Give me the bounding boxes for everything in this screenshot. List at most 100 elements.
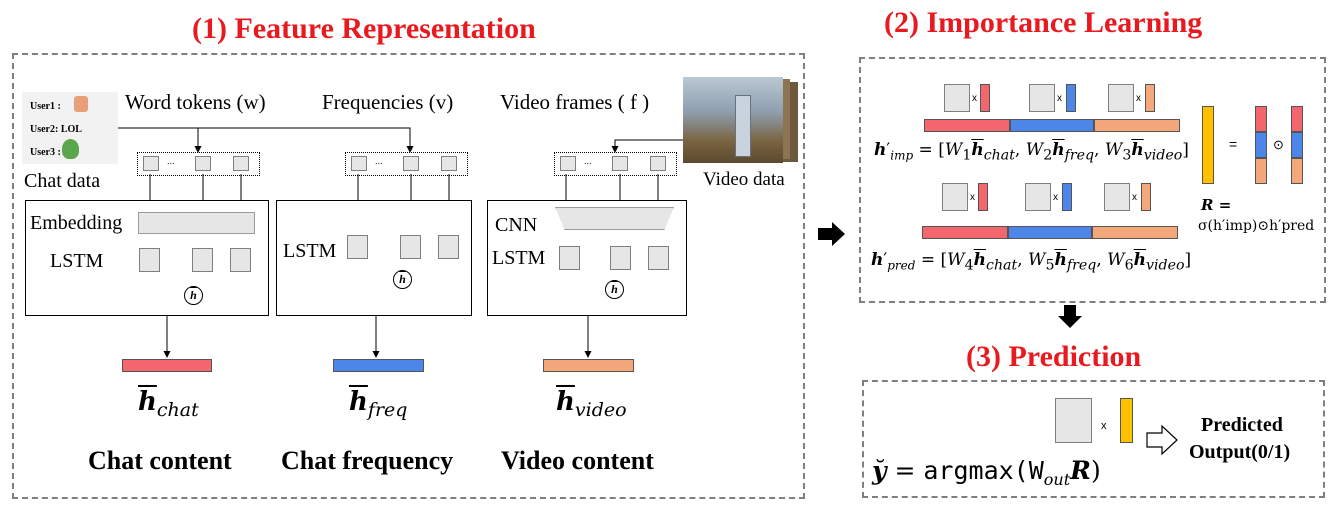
chat-token-1	[143, 156, 159, 171]
w4-matrix	[942, 183, 968, 211]
w2-times: x	[1057, 93, 1062, 104]
embedding-label: Embedding	[30, 212, 123, 234]
w3-times: x	[1136, 93, 1141, 104]
w-out-matrix	[1055, 398, 1092, 443]
video-lstm-label: LSTM	[492, 247, 546, 269]
freq-lstm-label: LSTM	[283, 240, 337, 262]
feature-representation-title: (1) Feature Representation	[192, 12, 536, 45]
w5-matrix	[1025, 183, 1051, 211]
pred-vector-orange	[1291, 158, 1303, 184]
h-imp-formula: h′imp = [W1hchat, W2hfreq, W3hvideo]	[874, 140, 1189, 164]
freq-lstm-cell-2	[400, 235, 421, 259]
w5-times: x	[1053, 192, 1058, 203]
video-hbar-node-label: h	[611, 282, 618, 296]
video-token-dots: ...	[584, 156, 592, 166]
video-hbar-node: h	[605, 280, 624, 299]
predicted-output-line2: Output(0/1)	[1189, 441, 1291, 463]
chat-token-dots: ...	[167, 156, 175, 166]
w3-vector	[1145, 84, 1155, 112]
h-pred-chat-segment	[922, 226, 1008, 239]
video-lstm-cell-1	[559, 246, 580, 270]
freq-token-row	[345, 152, 468, 176]
freq-token-2	[403, 156, 419, 171]
h-pred-freq-segment	[1008, 226, 1092, 239]
w6-matrix	[1104, 183, 1130, 211]
sig-vector-blue	[1255, 132, 1267, 158]
r-input-vector	[1120, 398, 1133, 443]
h-chat-symbol: hchat	[138, 387, 199, 422]
w1-vector	[980, 84, 990, 112]
video-content-caption: Video content	[501, 446, 654, 475]
h-freq-bar	[333, 359, 424, 372]
video-frame-building	[735, 95, 751, 157]
chat-user1: User1 :	[30, 101, 61, 112]
w4-times: x	[970, 192, 975, 203]
chat-hbar-node-label: h	[190, 288, 197, 302]
chat-token-3	[233, 156, 249, 171]
w6-vector	[1141, 183, 1151, 211]
chat-data-label: Chat data	[24, 170, 101, 192]
h-imp-sub: imp	[890, 148, 914, 163]
feature-section-border	[12, 53, 805, 499]
video-token-2	[612, 156, 628, 171]
importance-learning-title: (2) Importance Learning	[884, 6, 1203, 39]
freq-lstm-cell-3	[438, 235, 459, 259]
chat-token-row	[137, 152, 260, 176]
chat-frequency-caption: Chat frequency	[281, 446, 454, 475]
h-freq-sub: freq	[367, 399, 408, 422]
video-frames-label: Video frames ( f )	[500, 90, 650, 114]
freq-hbar-node-label: h	[399, 272, 406, 286]
video-lstm-cell-2	[610, 246, 631, 270]
prediction-section-border	[862, 380, 1325, 498]
video-frame-1	[683, 77, 783, 163]
video-lstm-cell-3	[648, 246, 669, 270]
prediction-title: (3) Prediction	[966, 340, 1142, 373]
h-video-symbol: hvideo	[556, 387, 627, 422]
w5-vector	[1062, 183, 1072, 211]
predicted-output-line1: Predicted	[1201, 414, 1283, 436]
freq-token-dots: ...	[375, 156, 383, 166]
h-video-bar	[543, 359, 634, 372]
h-pred-video-segment	[1092, 226, 1178, 239]
pred-vector-red	[1291, 106, 1303, 132]
chat-user2: User2: LOL	[30, 124, 82, 135]
h-chat-bar	[122, 359, 212, 372]
hadamard-op: ⊙	[1273, 137, 1284, 152]
video-token-3	[650, 156, 666, 171]
video-data-label: Video data	[703, 169, 785, 190]
video-token-row	[554, 152, 677, 176]
w6-times: x	[1132, 192, 1137, 203]
chat-user3: User3 :	[30, 147, 61, 158]
chat-lstm-cell-3	[230, 248, 251, 272]
frequencies-label: Frequencies (v)	[322, 90, 454, 114]
word-tokens-label: Word tokens (w)	[125, 90, 266, 114]
h-pred-formula: h′pred = [W4hchat, W5hfreq, W6hvideo]	[871, 250, 1192, 274]
embedding-layer	[138, 212, 255, 234]
video-token-1	[560, 156, 576, 171]
freq-token-1	[351, 156, 367, 171]
sig-vector-red	[1255, 106, 1267, 132]
h-imp-video-segment	[1094, 119, 1180, 132]
w-out-times: x	[1101, 420, 1107, 432]
chat-lstm-cell-1	[139, 248, 160, 272]
chat-token-2	[195, 156, 211, 171]
w3-matrix	[1108, 84, 1134, 112]
pred-vector-blue	[1291, 132, 1303, 158]
cnn-layer	[555, 207, 674, 230]
w1-times: x	[972, 93, 977, 104]
freq-hbar-node: h	[393, 270, 412, 289]
sig-vector-orange	[1255, 158, 1267, 184]
argmax-text: argmax(W	[923, 456, 1044, 485]
user1-emote-icon	[74, 96, 88, 112]
h-imp-freq-segment	[1010, 119, 1094, 132]
chat-content-caption: Chat content	[88, 446, 232, 475]
chat-lstm-label: LSTM	[50, 250, 104, 272]
w4-vector	[978, 183, 988, 211]
importance-section-border	[859, 57, 1326, 303]
h-imp-chat-segment	[924, 119, 1010, 132]
r-vector	[1202, 106, 1214, 184]
w2-matrix	[1029, 84, 1055, 112]
chat-lstm-cell-2	[192, 248, 213, 272]
chat-hbar-node: h	[184, 286, 203, 305]
h-chat-sub: chat	[156, 399, 199, 422]
